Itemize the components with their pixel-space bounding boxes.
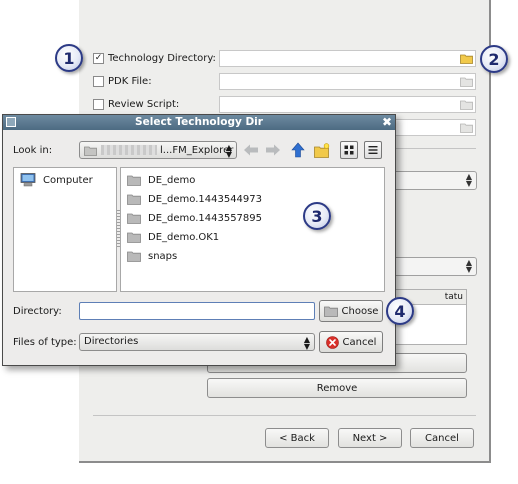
list-item[interactable]: DE_demo — [127, 172, 195, 188]
sidebar-item-computer[interactable]: Computer — [20, 172, 93, 188]
table-column-header[interactable]: tatu — [444, 292, 463, 302]
review-script-field[interactable] — [219, 96, 476, 113]
technology-directory-label: Technology Directory: — [108, 52, 216, 64]
combo-arrows-icon: ▲▼ — [225, 143, 232, 159]
up-arrow-icon[interactable] — [290, 142, 306, 158]
combo-arrows-icon: ▲▼ — [303, 335, 310, 351]
technology-directory-row: ✓ Technology Directory: — [93, 49, 216, 67]
folder-icon[interactable] — [460, 76, 473, 87]
review-script-label: Review Script: — [108, 98, 180, 110]
file-list[interactable]: DE_demo DE_demo.1443544973 DE_demo.14435… — [120, 167, 385, 292]
icon-view-icon[interactable] — [340, 141, 358, 159]
list-view-icon[interactable] — [364, 141, 382, 159]
pdk-file-label: PDK File: — [108, 75, 152, 87]
directory-input[interactable] — [79, 302, 315, 320]
file-name: DE_demo — [148, 174, 196, 186]
file-name: DE_demo.OK1 — [148, 231, 220, 243]
folder-icon — [127, 175, 141, 186]
cancel-icon — [325, 335, 339, 349]
callout-4: 4 — [386, 297, 414, 325]
remove-button[interactable]: Remove — [207, 378, 467, 398]
wizard-cancel-button[interactable]: Cancel — [410, 428, 474, 448]
computer-icon — [20, 173, 36, 187]
next-button[interactable]: Next > — [338, 428, 402, 448]
combo-arrows-icon: ▲▼ — [465, 172, 472, 188]
dialog-titlebar[interactable]: Select Technology Dir ✖ — [3, 115, 395, 130]
list-item[interactable]: DE_demo.1443544973 — [127, 191, 262, 207]
separator — [93, 415, 476, 416]
callout-1: 1 — [55, 44, 83, 72]
list-item[interactable]: DE_demo.OK1 — [127, 229, 219, 245]
files-of-type-label: Files of type: — [13, 337, 77, 348]
folder-icon — [127, 194, 141, 205]
callout-3: 3 — [303, 202, 331, 230]
list-item[interactable]: snaps — [127, 248, 177, 264]
folder-icon — [127, 232, 141, 243]
dialog-title: Select Technology Dir — [135, 116, 263, 128]
review-script-row: Review Script: — [93, 95, 179, 113]
technology-directory-checkbox[interactable]: ✓ — [93, 52, 104, 64]
directory-label: Directory: — [13, 306, 62, 317]
folder-icon[interactable] — [460, 122, 473, 133]
look-in-combo[interactable]: l...FM_Explorer ▲▼ — [79, 141, 237, 159]
pdk-file-checkbox[interactable] — [93, 75, 104, 87]
new-folder-icon[interactable] — [314, 142, 330, 158]
redacted-path — [101, 145, 157, 155]
files-of-type-value: Directories — [84, 336, 139, 347]
pdk-file-row: PDK File: — [93, 72, 152, 90]
cancel-button-label: Cancel — [342, 336, 377, 348]
dialog-cancel-button[interactable]: Cancel — [319, 331, 383, 353]
pdk-file-field[interactable] — [219, 73, 476, 90]
folder-icon[interactable] — [460, 99, 473, 110]
combo-arrows-icon: ▲▼ — [465, 258, 472, 274]
list-item[interactable]: DE_demo.1443557895 — [127, 210, 262, 226]
look-in-path: l...FM_Explorer — [160, 144, 234, 156]
look-in-label: Look in: — [13, 145, 53, 156]
pane-splitter[interactable] — [117, 210, 120, 248]
file-name: DE_demo.1443544973 — [148, 193, 263, 205]
folder-icon — [127, 251, 141, 262]
back-button[interactable]: < Back — [265, 428, 329, 448]
places-sidebar[interactable]: Computer — [13, 167, 117, 292]
folder-icon[interactable] — [460, 53, 473, 64]
select-directory-dialog: Select Technology Dir ✖ Look in: l...FM_… — [2, 114, 396, 366]
callout-2: 2 — [480, 45, 508, 73]
back-arrow-icon[interactable] — [243, 142, 259, 158]
files-of-type-combo[interactable]: Directories ▲▼ — [79, 333, 315, 351]
sidebar-item-label: Computer — [43, 174, 93, 186]
file-name: snaps — [148, 250, 178, 262]
technology-directory-field[interactable] — [219, 50, 476, 67]
folder-icon — [323, 306, 338, 317]
file-name: DE_demo.1443557895 — [148, 212, 263, 224]
review-script-checkbox[interactable] — [93, 98, 104, 110]
choose-button-label: Choose — [341, 305, 379, 317]
window-menu-icon[interactable] — [6, 117, 16, 127]
close-icon[interactable]: ✖ — [381, 115, 392, 129]
choose-button[interactable]: Choose — [319, 300, 383, 322]
folder-icon — [127, 213, 141, 224]
forward-arrow-icon[interactable] — [265, 142, 281, 158]
folder-icon — [84, 146, 97, 156]
